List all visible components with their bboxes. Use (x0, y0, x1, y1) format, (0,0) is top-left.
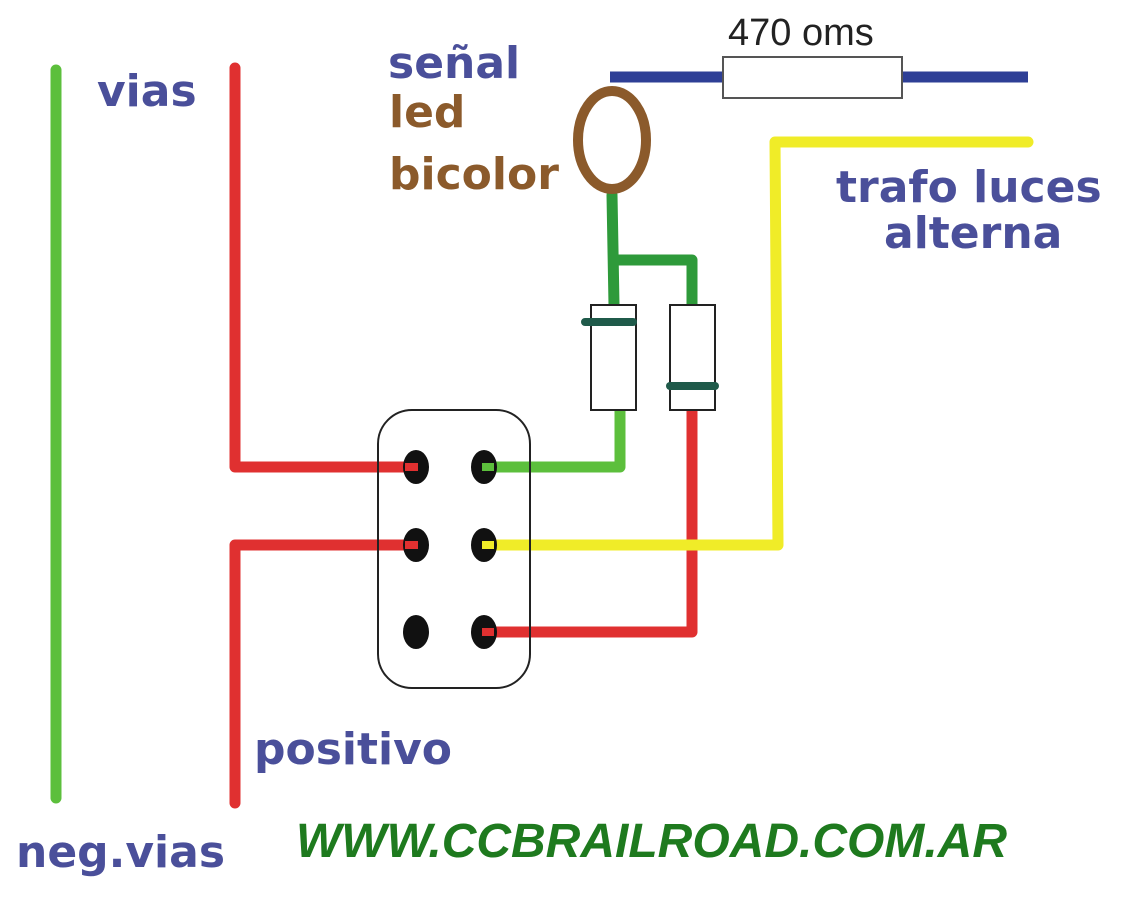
label-bicolor: bicolor (389, 149, 559, 200)
label-trafo-line2: alterna (884, 208, 1062, 259)
rail-red-wire (229, 62, 422, 473)
label-trafo-line1: trafo luces (836, 162, 1102, 213)
resistor-body (722, 56, 903, 99)
diode2-red-wire (478, 404, 698, 638)
bicolor-led (573, 86, 651, 194)
positive-red-wire (229, 539, 422, 809)
label-resistor: 470 oms (728, 12, 874, 54)
led-green-lead (606, 189, 620, 311)
label-website: WWW.CCBRAILROAD.COM.AR (296, 815, 1007, 868)
transformer-yellow-wire (478, 136, 1034, 551)
diode-2 (669, 304, 716, 411)
diode1-green-wire (478, 404, 626, 473)
led-green-branch (608, 254, 698, 311)
label-senal: señal (388, 38, 520, 89)
switch-terminal-5 (403, 615, 429, 649)
label-positivo: positivo (254, 724, 452, 775)
label-led: led (389, 87, 465, 138)
label-vias: vias (97, 66, 197, 117)
label-neg-vias: neg.vias (16, 827, 225, 878)
dpdt-switch-body (377, 409, 531, 689)
